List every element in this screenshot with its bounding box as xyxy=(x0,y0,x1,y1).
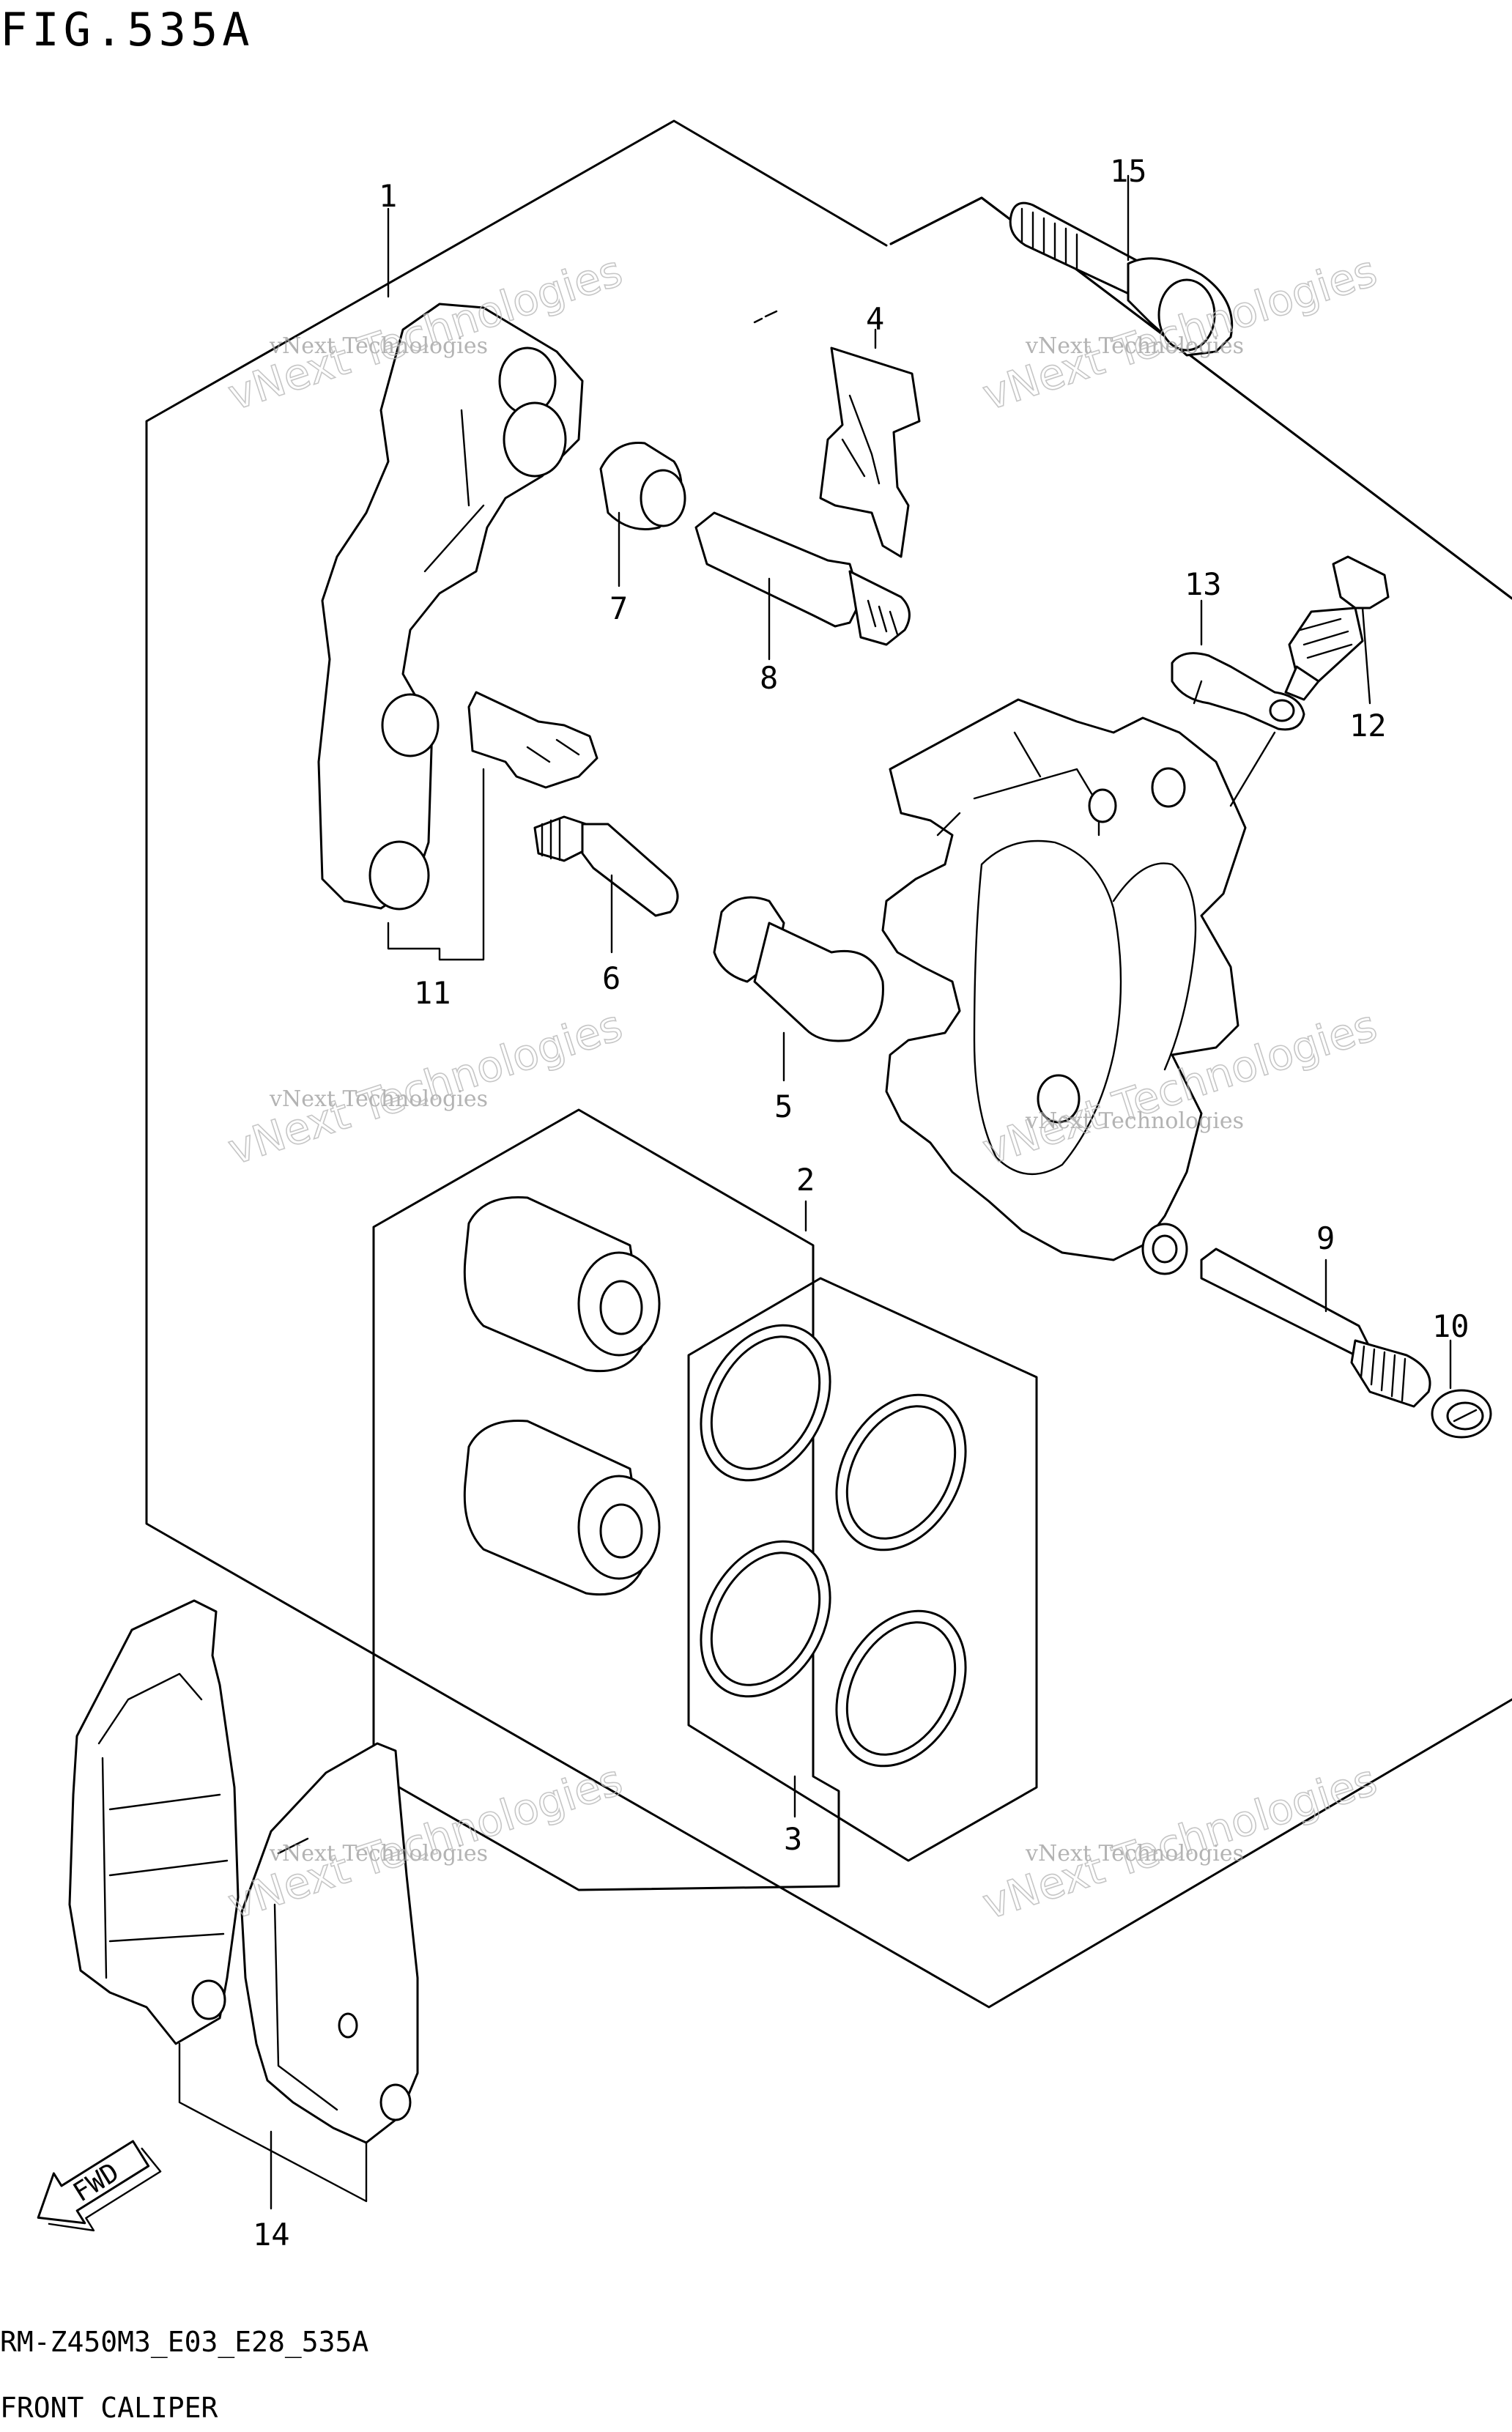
seal-kit-box xyxy=(687,1277,1038,1862)
watermark-small: vNext Technologies xyxy=(1025,1841,1244,1866)
watermark-small: vNext Technologies xyxy=(269,333,488,359)
caliper-bracket xyxy=(317,303,584,911)
caliper-body xyxy=(881,698,1247,1275)
figure-title: FIG.535A xyxy=(0,3,254,56)
slide-pin-8 xyxy=(694,511,911,646)
pin-5 xyxy=(713,896,884,1042)
assembly-boundary xyxy=(889,196,1512,600)
figure-code: RM-Z450M3_E03_E28_535A xyxy=(0,2326,368,2359)
pad-clip-11 xyxy=(467,691,598,789)
pin-9 xyxy=(1200,1247,1431,1408)
callout-1: 1 xyxy=(379,178,397,214)
boot-7 xyxy=(599,441,686,530)
piston-kit-box xyxy=(372,1108,840,1891)
callout-4: 4 xyxy=(866,301,884,337)
callout-14: 14 xyxy=(253,2217,290,2253)
seal-ring-2 xyxy=(835,1393,967,1551)
callout-13: 13 xyxy=(1185,566,1222,602)
callout-3: 3 xyxy=(784,1821,802,1857)
figure-caption: FRONT CALIPER xyxy=(0,2392,218,2424)
boundary-dash xyxy=(753,310,778,324)
plug-10 xyxy=(1431,1389,1492,1439)
callout-10: 10 xyxy=(1432,1308,1470,1344)
callout-7: 7 xyxy=(609,590,628,626)
piston-upper xyxy=(463,1195,661,1373)
bleeder-screw-12 xyxy=(1284,555,1390,701)
callout-8: 8 xyxy=(760,660,778,696)
watermark-small: vNext Technologies xyxy=(1025,333,1244,359)
callout-2: 2 xyxy=(796,1162,815,1198)
watermark-small: vNext Technologies xyxy=(269,1086,488,1112)
seal-ring-3 xyxy=(700,1540,831,1698)
watermark-small: vNext Technologies xyxy=(269,1841,488,1866)
pad-spring-4 xyxy=(819,346,921,558)
callout-15: 15 xyxy=(1110,153,1147,189)
watermark-small: vNext Technologies xyxy=(1025,1108,1244,1134)
seal-ring-4 xyxy=(835,1609,967,1768)
piston-lower xyxy=(463,1419,661,1596)
brake-pad-inner xyxy=(240,1742,419,2144)
callout-9: 9 xyxy=(1316,1220,1335,1256)
bleeder-cap-13 xyxy=(1171,652,1305,731)
bolt-15 xyxy=(1009,201,1234,357)
callout-11: 11 xyxy=(414,975,451,1011)
callout-12: 12 xyxy=(1349,708,1387,744)
brake-pad-outer xyxy=(68,1599,240,2045)
assembly-boundary-outline xyxy=(145,119,1512,2009)
leader-lines xyxy=(178,174,1452,2210)
fwd-arrow: FWD xyxy=(37,2140,162,2232)
pin-6 xyxy=(533,815,679,917)
seal-ring-1 xyxy=(700,1324,831,1482)
callout-6: 6 xyxy=(602,960,620,996)
callout-5: 5 xyxy=(774,1089,793,1124)
